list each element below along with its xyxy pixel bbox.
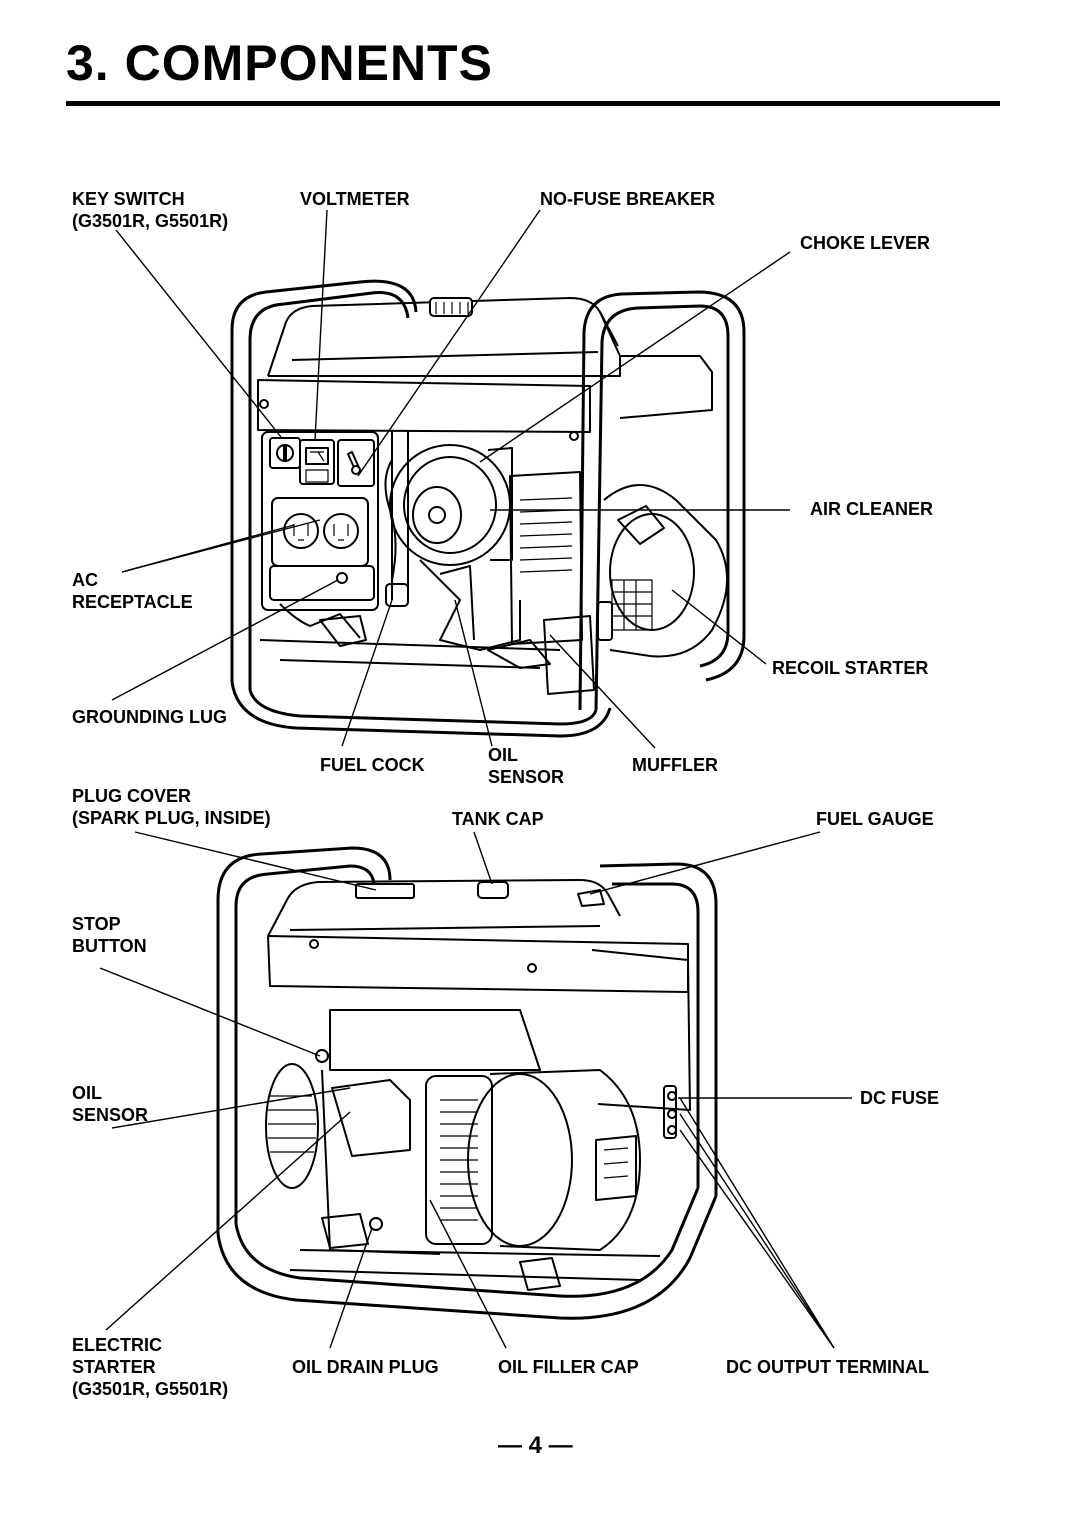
label-oil-drain-plug: OIL DRAIN PLUG xyxy=(292,1357,439,1377)
label-oil-sensor-top: OIL SENSOR xyxy=(488,744,564,788)
front-generator-illustration xyxy=(111,209,791,749)
label-oil-sensor-bottom-line1: OIL xyxy=(72,1083,102,1103)
label-air-cleaner: AIR CLEANER xyxy=(810,499,934,519)
label-electric-starter-line1: ELECTRIC xyxy=(72,1335,162,1355)
label-dc-fuse: DC FUSE xyxy=(860,1088,940,1108)
label-oil-sensor-top-line1: OIL xyxy=(488,745,518,765)
label-electric-starter-line3: (G3501R, G5501R) xyxy=(72,1379,229,1399)
front-leader-lines xyxy=(111,209,791,749)
label-electric-starter: ELECTRIC STARTER (G3501R, G5501R) xyxy=(72,1334,228,1400)
label-ac-receptacle-line1: AC xyxy=(72,570,98,590)
label-grounding-lug: GROUNDING LUG xyxy=(72,707,227,727)
label-stop-button-line2: BUTTON xyxy=(72,936,147,956)
rear-leader-lines xyxy=(99,831,852,1349)
label-plug-cover: PLUG COVER (SPARK PLUG, INSIDE) xyxy=(72,785,271,829)
label-key-switch-line1: KEY SWITCH xyxy=(72,189,185,209)
label-oil-sensor-top-line2: SENSOR xyxy=(488,767,565,787)
label-oil-filler-cap: OIL FILLER CAP xyxy=(498,1357,639,1377)
label-fuel-cock: FUEL COCK xyxy=(320,755,425,775)
label-muffler: MUFFLER xyxy=(632,755,718,775)
title-rule xyxy=(66,101,1000,106)
label-fuel-gauge: FUEL GAUGE xyxy=(816,809,934,829)
label-tank-cap: TANK CAP xyxy=(452,809,544,829)
label-key-switch: KEY SWITCH (G3501R, G5501R) xyxy=(72,188,228,232)
label-choke-lever: CHOKE LEVER xyxy=(800,233,931,253)
label-oil-sensor-bottom-line2: SENSOR xyxy=(72,1105,149,1125)
rear-generator-illustration xyxy=(99,831,852,1349)
label-recoil-starter: RECOIL STARTER xyxy=(772,658,929,678)
label-voltmeter: VOLTMETER xyxy=(300,189,410,209)
label-dc-output-terminal: DC OUTPUT TERMINAL xyxy=(726,1357,929,1377)
label-plug-cover-line2: (SPARK PLUG, INSIDE) xyxy=(72,808,271,828)
label-oil-sensor-bottom: OIL SENSOR xyxy=(72,1082,148,1126)
label-key-switch-line2: (G3501R, G5501R) xyxy=(72,211,229,231)
page-number: — 4 — xyxy=(498,1432,573,1459)
label-stop-button: STOP BUTTON xyxy=(72,913,147,957)
section-title: 3. COMPONENTS xyxy=(66,35,493,91)
label-electric-starter-line2: STARTER xyxy=(72,1357,156,1377)
label-stop-button-line1: STOP xyxy=(72,914,121,934)
label-ac-receptacle: AC RECEPTACLE xyxy=(72,569,193,613)
label-ac-receptacle-line2: RECEPTACLE xyxy=(72,592,193,612)
label-no-fuse-breaker: NO-FUSE BREAKER xyxy=(540,189,716,209)
label-plug-cover-line1: PLUG COVER xyxy=(72,786,192,806)
